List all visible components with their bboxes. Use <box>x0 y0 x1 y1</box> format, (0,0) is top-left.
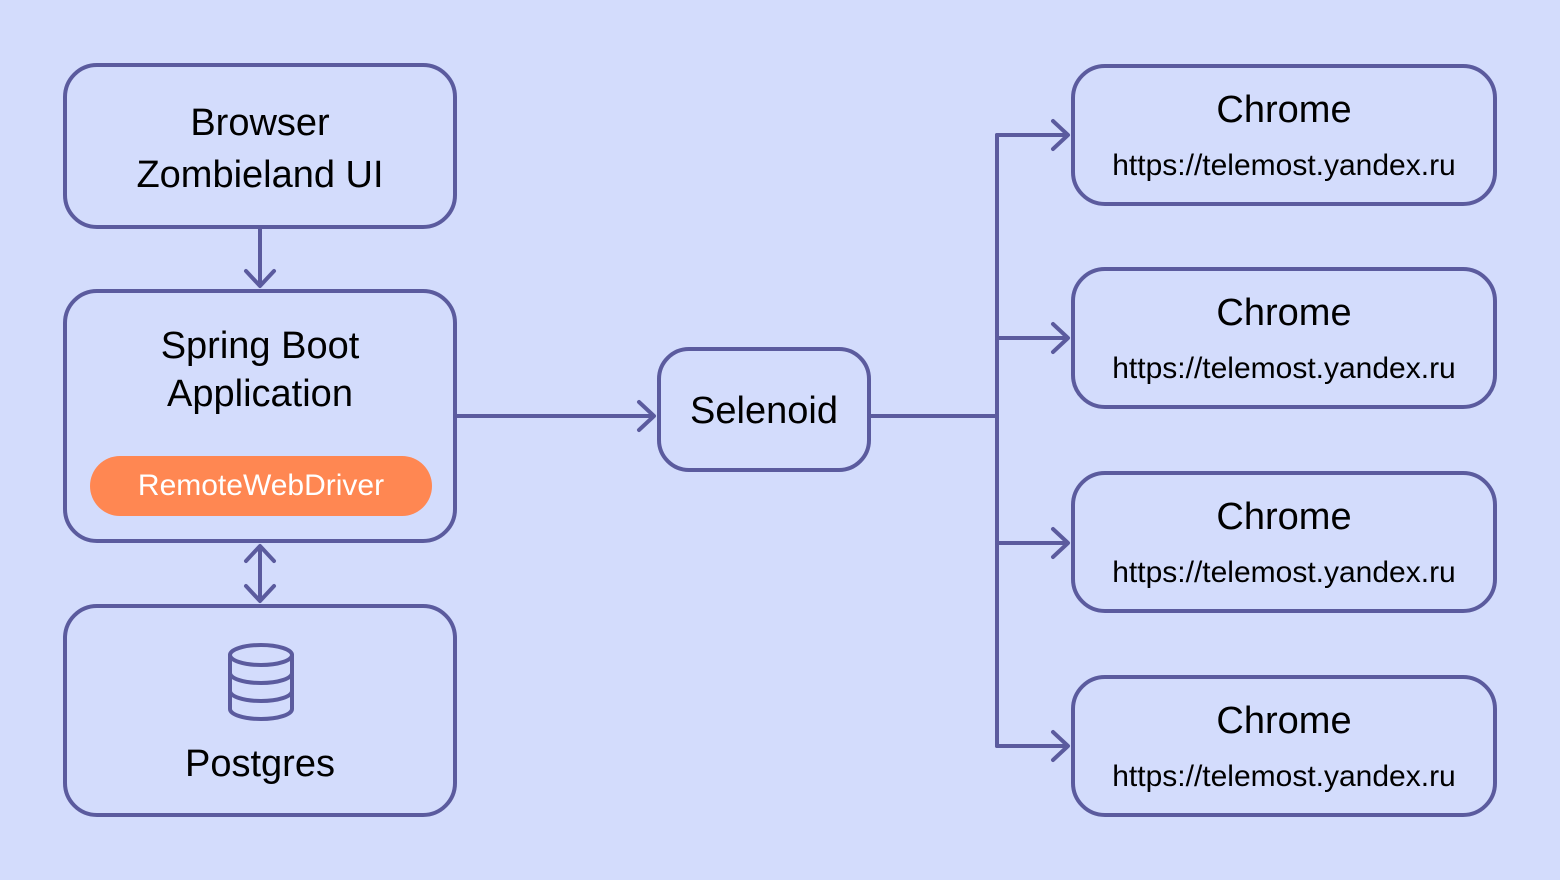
browser-node: Browser Zombieland UI <box>63 63 457 229</box>
remote-web-driver-badge: RemoteWebDriver <box>90 456 432 516</box>
chrome-title: Chrome <box>1216 89 1352 131</box>
selenoid-label: Selenoid <box>690 390 838 432</box>
zombieland-ui-label: Zombieland UI <box>136 154 384 196</box>
chrome-node: Chrome https://telemost.yandex.ru <box>1071 471 1497 613</box>
chrome-url: https://telemost.yandex.ru <box>1112 352 1456 385</box>
database-icon <box>228 643 294 721</box>
edge-spring-to-selenoid <box>455 400 656 432</box>
chrome-title: Chrome <box>1216 700 1352 742</box>
chrome-title: Chrome <box>1216 496 1352 538</box>
chrome-node: Chrome https://telemost.yandex.ru <box>1071 267 1497 409</box>
postgres-label: Postgres <box>185 743 335 785</box>
edge-spring-postgres <box>244 544 276 603</box>
chrome-node: Chrome https://telemost.yandex.ru <box>1071 675 1497 817</box>
chrome-title: Chrome <box>1216 292 1352 334</box>
postgres-node: Postgres <box>63 604 457 817</box>
chrome-url: https://telemost.yandex.ru <box>1112 149 1456 182</box>
edge-selenoid-to-chrome <box>869 119 1070 762</box>
selenoid-node: Selenoid <box>657 347 871 472</box>
spring-boot-label: Spring Boot <box>160 325 360 367</box>
chrome-url: https://telemost.yandex.ru <box>1112 760 1456 793</box>
application-label: Application <box>167 373 353 415</box>
chrome-node: Chrome https://telemost.yandex.ru <box>1071 64 1497 206</box>
chrome-url: https://telemost.yandex.ru <box>1112 556 1456 589</box>
edge-browser-to-spring <box>244 227 276 288</box>
spring-boot-node: Spring Boot Application RemoteWebDriver <box>63 289 457 543</box>
browser-label: Browser <box>190 102 330 144</box>
